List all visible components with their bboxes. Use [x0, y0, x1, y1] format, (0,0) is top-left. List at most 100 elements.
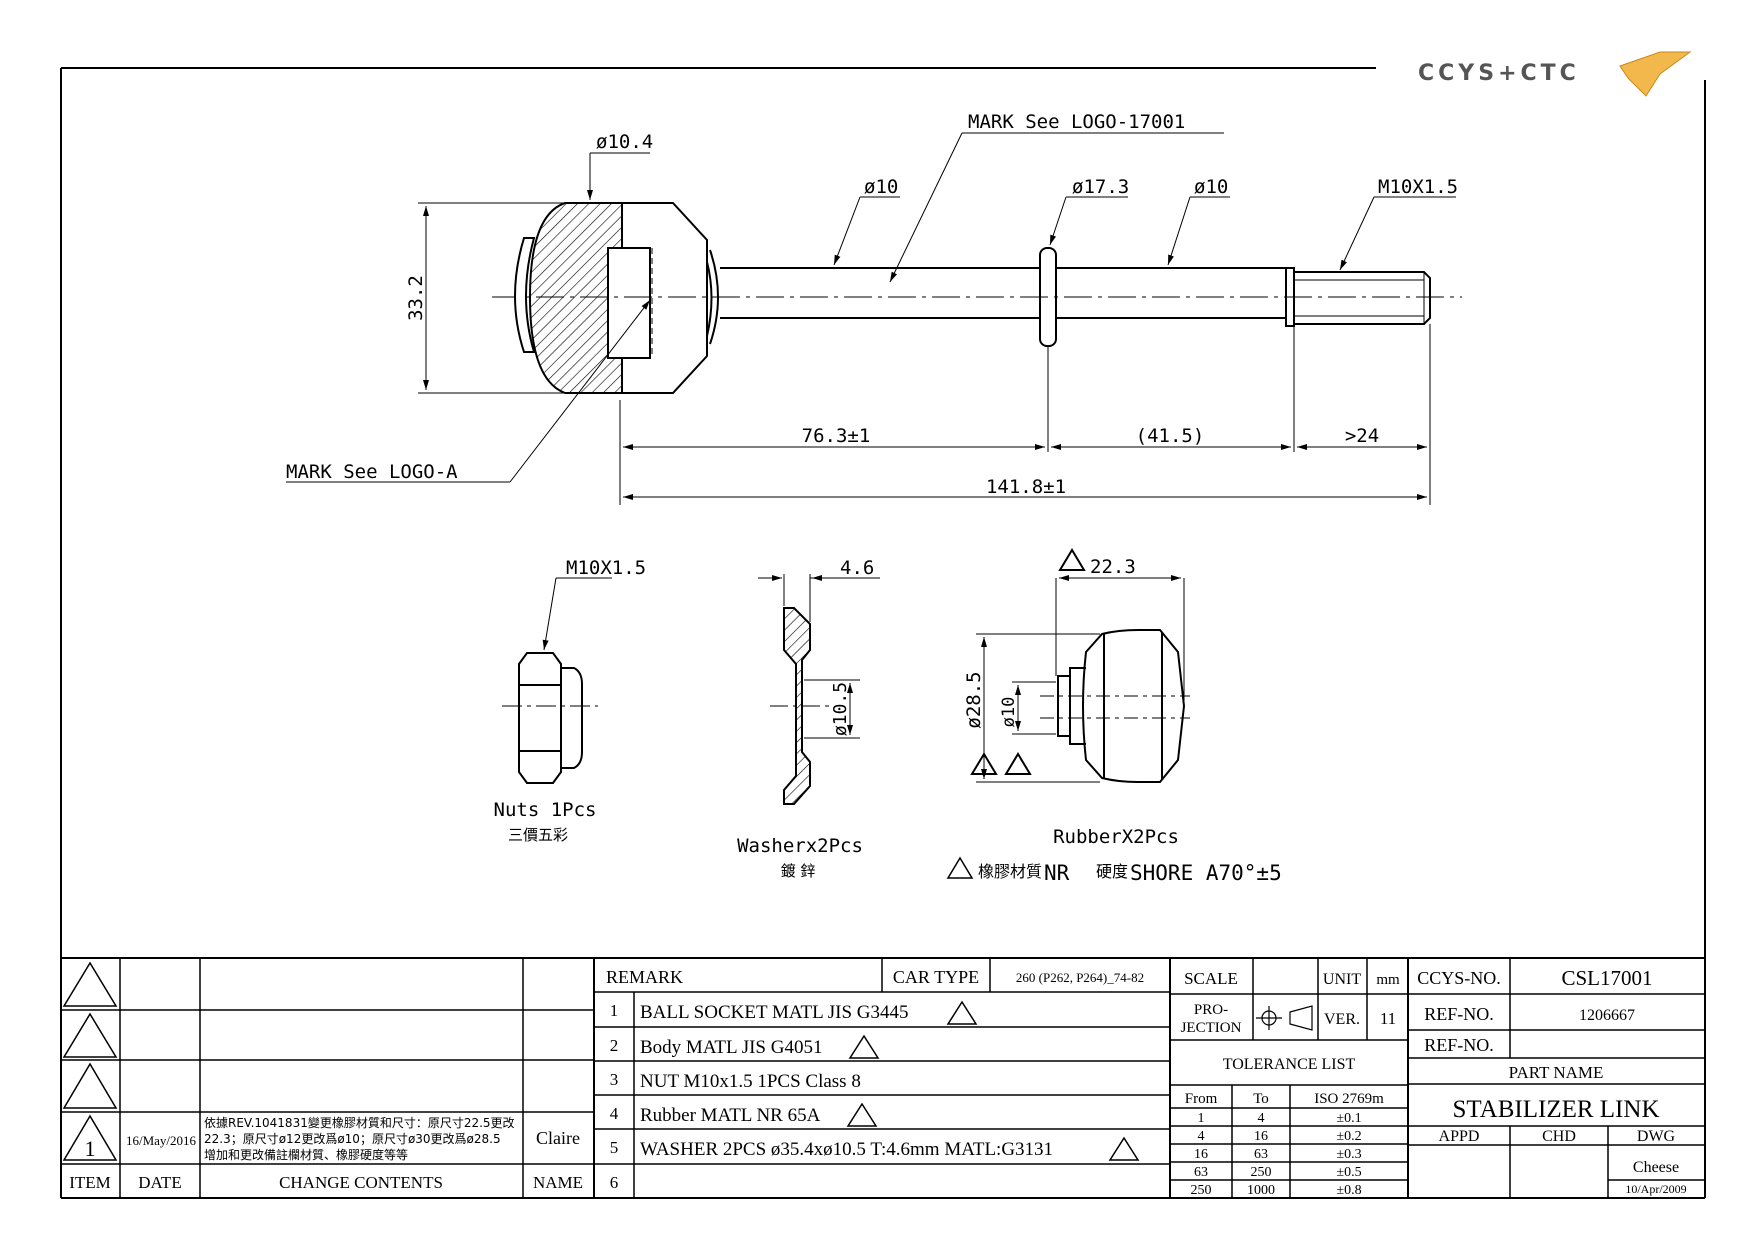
dwg-date: 10/Apr/2009	[1625, 1182, 1686, 1196]
projection-label-1: PRO-	[1194, 1002, 1228, 1018]
dwg-name: Cheese	[1633, 1159, 1679, 1176]
car-type-label: CAR TYPE	[893, 967, 979, 987]
ver-label: VER.	[1324, 1011, 1360, 1028]
washer-subcaption: 鍍 鋅	[781, 862, 816, 880]
part-name-label: PART NAME	[1509, 1063, 1604, 1082]
dim-dia-10-4: ø10.4	[596, 131, 653, 153]
nut-caption: Nuts 1Pcs	[494, 799, 597, 821]
rubber-material-nr: NR	[1044, 861, 1070, 885]
tol-val-3: ±0.3	[1336, 1147, 1361, 1162]
tol-from-2: 4	[1198, 1129, 1205, 1144]
logo-text: CCYS+CTC	[1418, 61, 1580, 86]
tol-from-4: 63	[1194, 1165, 1208, 1180]
warning-triangle-icon	[946, 856, 974, 879]
logo-mark-icon	[1619, 51, 1692, 97]
scale-label: SCALE	[1184, 969, 1238, 988]
mark-logo-17001-label: MARK See LOGO-17001	[968, 111, 1185, 133]
rubber-hardness: SHORE A70°±5	[1130, 861, 1282, 885]
rev-date-1: 16/May/2016	[126, 1133, 197, 1148]
scale-projection-text: SCALE UNIT mm PRO- JECTION VER. 11 TOLER…	[1181, 969, 1400, 1107]
unit-label: UNIT	[1323, 971, 1361, 988]
tol-to-1: 4	[1258, 1111, 1265, 1126]
dim-nut-thread: M10X1.5	[566, 557, 646, 579]
nut-labels: M10X1.5 Nuts 1Pcs 三價五彩	[494, 557, 647, 844]
tol-to-3: 63	[1254, 1147, 1268, 1162]
revision-table-text: 1 16/May/2016 依據REV.1041831變更橡膠材質和尺寸：原尺寸…	[69, 1115, 583, 1192]
dim-rubber-width: 22.3	[1090, 556, 1136, 578]
rev-change-line-2: 22.3；原尺寸ø12更改爲ø10；原尺寸ø30更改爲ø28.5	[204, 1132, 501, 1146]
company-logo: CCYS+CTC	[1418, 51, 1692, 97]
revision-triangle-icon	[62, 1062, 118, 1109]
washer-labels: 4.6 ø10.5 Washerx2Pcs 鍍 鋅	[737, 557, 874, 880]
tol-to-2: 16	[1254, 1129, 1268, 1144]
revision-triangles	[62, 961, 118, 1161]
rev-item-1: 1	[85, 1136, 96, 1161]
part-name-value: STABILIZER LINK	[1453, 1096, 1660, 1123]
nut-subcaption: 三價五彩	[508, 826, 568, 844]
rev-header-date: DATE	[138, 1173, 181, 1192]
socket-body	[622, 202, 708, 394]
tolerance-rows: 1 4 ±0.1 4 16 ±0.2 16 63 ±0.3 63 250 ±0.…	[1191, 1111, 1362, 1198]
appd-label: APPD	[1439, 1128, 1480, 1145]
rev-change-line-3: 增加和更改備註欄材質、橡膠硬度等等	[204, 1147, 408, 1162]
rev-header-name: NAME	[533, 1173, 583, 1192]
tol-from-1: 1	[1198, 1111, 1205, 1126]
thread-section	[1294, 271, 1431, 325]
dim-len-76-3: 76.3±1	[802, 425, 871, 447]
rubber-labels: 22.3 ø28.5 ø10 RubberX2Pcs 橡膠材質 NR 硬度 SH…	[946, 556, 1282, 885]
chd-label: CHD	[1542, 1128, 1576, 1145]
dim-dia-10-right: ø10	[1194, 176, 1228, 198]
remark-no-4: 4	[610, 1104, 619, 1123]
tol-head-from: From	[1185, 1091, 1218, 1107]
remark-text-1: BALL SOCKET MATL JIS G3445	[640, 1002, 908, 1023]
revision-triangle-icon	[1058, 548, 1086, 571]
rubber-view	[970, 548, 1190, 783]
drawing-border	[60, 67, 1706, 1199]
remark-no-2: 2	[610, 1036, 619, 1055]
tol-val-5: ±0.8	[1336, 1183, 1361, 1198]
washer-caption: Washerx2Pcs	[737, 835, 863, 857]
tol-val-4: ±0.5	[1336, 1165, 1361, 1180]
tol-to-4: 250	[1251, 1165, 1272, 1180]
washer-view	[758, 574, 880, 805]
main-dimension-labels: ø10.4 MARK See LOGO-17001 ø10 ø17.3 ø10 …	[286, 111, 1458, 498]
dim-rubber-outer-dia: ø28.5	[963, 671, 985, 728]
mark-logo-a-label: MARK See LOGO-A	[286, 461, 458, 483]
dim-washer-inner-dia: ø10.5	[830, 682, 851, 736]
tol-head-to: To	[1253, 1091, 1269, 1107]
rev-header-item: ITEM	[69, 1173, 111, 1192]
rubber-caption: RubberX2Pcs	[1053, 826, 1179, 848]
revision-triangle-icon	[62, 961, 118, 1007]
tolerance-title: TOLERANCE LIST	[1223, 1056, 1356, 1073]
remark-text-2: Body MATL JIS G4051	[640, 1037, 822, 1058]
rev-name-1: Claire	[536, 1128, 580, 1148]
tol-val-2: ±0.2	[1336, 1129, 1361, 1144]
remark-no-5: 5	[610, 1138, 619, 1157]
remark-no-3: 3	[610, 1070, 619, 1089]
part-info-text: CCYS-NO. CSL17001 REF-NO. 1206667 REF-NO…	[1417, 966, 1686, 1196]
remark-text-5: WASHER 2PCS ø35.4xø10.5 T:4.6mm MATL:G31…	[640, 1139, 1053, 1160]
ball-socket-section	[528, 202, 623, 394]
dim-len-24: >24	[1345, 425, 1379, 447]
main-dimensions	[286, 132, 1456, 505]
ref-no-value: 1206667	[1579, 1007, 1635, 1024]
warning-triangle-icon	[846, 1102, 878, 1127]
dim-dia-17-3: ø17.3	[1072, 176, 1129, 198]
projection-symbol-icon	[1256, 1005, 1313, 1031]
dim-height-33-2: 33.2	[405, 275, 427, 321]
ver-value: 11	[1380, 1009, 1396, 1028]
rev-change-line-1: 依據REV.1041831變更橡膠材質和尺寸：原尺寸22.5更改	[204, 1115, 515, 1130]
nut-view	[502, 577, 612, 784]
unit-value: mm	[1376, 972, 1400, 988]
remark-label: REMARK	[606, 967, 683, 987]
rubber-material-cn: 橡膠材質	[978, 862, 1042, 881]
nut-hex-body	[518, 652, 562, 784]
dim-len-141-8: 141.8±1	[986, 476, 1066, 498]
dwg-label: DWG	[1637, 1128, 1676, 1145]
ref-no-label: REF-NO.	[1424, 1004, 1494, 1024]
rubber-hardness-cn: 硬度	[1096, 862, 1128, 881]
rod-section-2	[1056, 267, 1287, 319]
remark-text-3: NUT M10x1.5 1PCS Class 8	[640, 1071, 861, 1092]
car-type-value: 260 (P262, P264)_74-82	[1016, 970, 1144, 985]
